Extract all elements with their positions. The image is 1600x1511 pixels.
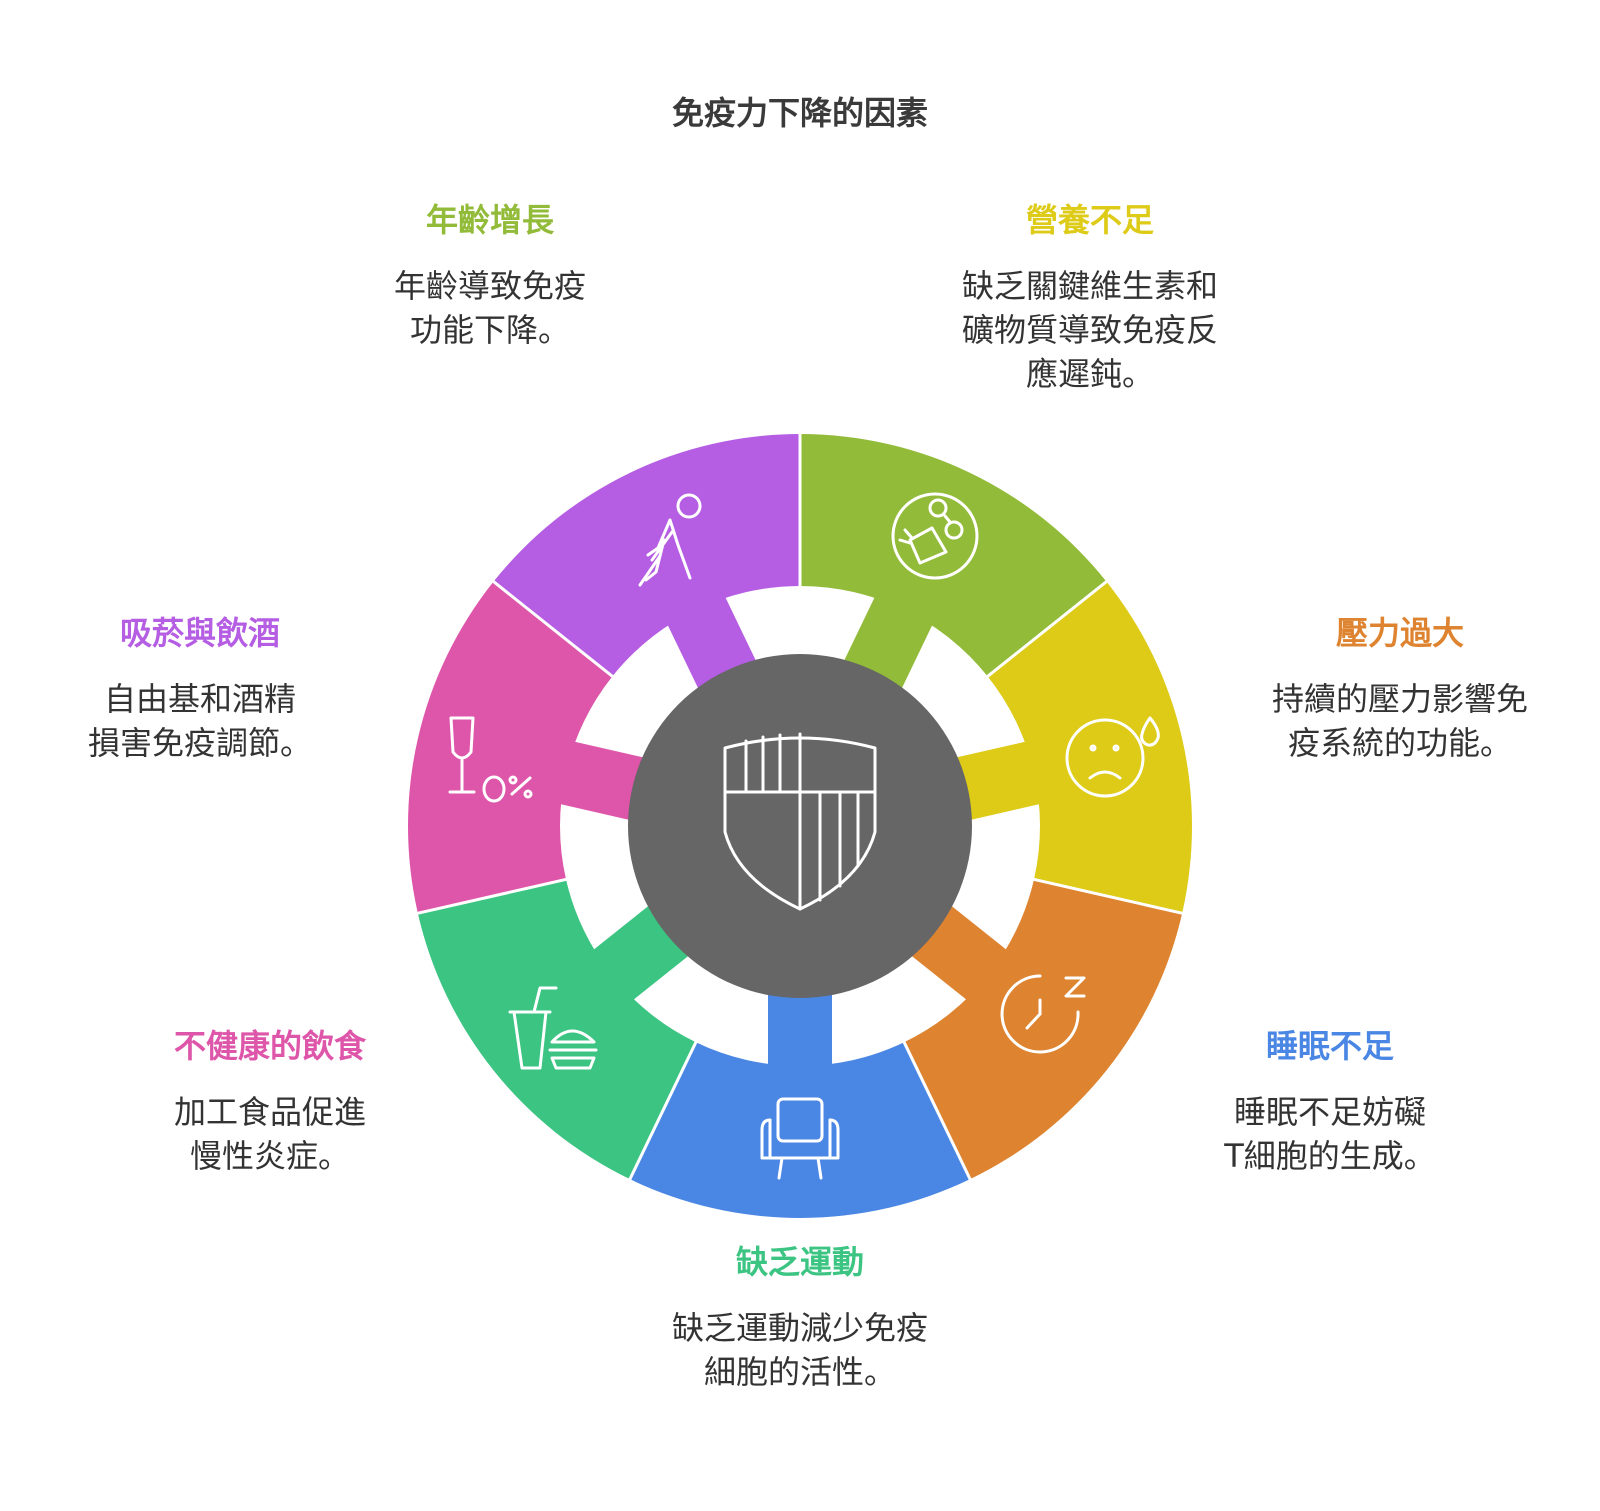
armchair-icon	[760, 1097, 840, 1180]
factor-desc-line: 損害免疫調節。	[87, 724, 312, 762]
walking-elderly-icon	[638, 493, 702, 587]
segment-sleep	[629, 1042, 971, 1218]
fast-food-icon	[508, 986, 598, 1070]
factor-label-diet: 不健康的飲食 加工食品促進 慢性炎症。	[120, 1026, 420, 1178]
factor-desc-line: 功能下降。	[409, 311, 570, 349]
factor-desc-line: 礦物質導致免疫反	[961, 311, 1218, 349]
alcohol-icon	[448, 716, 533, 803]
segment-divider	[627, 1039, 699, 1182]
factor-title: 不健康的飲食	[173, 1027, 366, 1065]
factor-desc-line: 自由基和酒精	[103, 680, 296, 718]
factor-label-exercise: 缺乏運動 缺乏運動減少免疫 細胞的活性。	[640, 1242, 960, 1394]
segment-age	[800, 434, 1107, 677]
clock-sleep-icon	[1000, 974, 1086, 1054]
shield-icon	[723, 732, 877, 911]
factor-title: 壓力過大	[1335, 614, 1464, 652]
segment-divider	[985, 579, 1109, 679]
factor-desc-line: 睡眠不足妨礙	[1233, 1093, 1426, 1131]
segment-exercise	[417, 879, 696, 1180]
factor-title: 缺乏運動	[735, 1243, 864, 1281]
factor-desc-line: 持續的壓力影響免	[1271, 680, 1528, 718]
factor-title: 年齡增長	[425, 201, 554, 239]
segment-diet	[407, 581, 613, 914]
vegetables-icon	[891, 492, 979, 580]
segment-divider	[1031, 877, 1185, 916]
diagram-title: 免疫力下降的因素	[671, 94, 928, 132]
factor-desc-line: 缺乏關鍵維生素和	[961, 267, 1218, 305]
factor-desc-line: 疫系統的功能。	[1287, 724, 1512, 762]
factor-label-age: 年齡增長 年齡導致免疫 功能下降。	[340, 200, 640, 352]
factor-title: 睡眠不足	[1265, 1027, 1394, 1065]
factor-desc-line: 加工食品促進	[173, 1093, 366, 1131]
factor-label-nutrition: 營養不足 缺乏關鍵維生素和 礦物質導致免疫反 應遲鈍。	[940, 200, 1240, 396]
connector-nutrition	[952, 740, 1046, 821]
segment-divider	[415, 877, 569, 916]
factor-desc-line: T細胞的生成。	[1224, 1137, 1436, 1175]
factor-label-smoking: 吸菸與飲酒 自由基和酒精 損害免疫調節。	[50, 613, 350, 765]
segment-divider	[491, 579, 615, 679]
factor-title: 吸菸與飲酒	[119, 614, 280, 652]
factor-desc-line: 應遲鈍。	[1025, 355, 1154, 393]
factor-desc-line: 細胞的活性。	[703, 1353, 896, 1391]
factor-desc-line: 缺乏運動減少免疫	[671, 1309, 928, 1347]
factor-title: 營養不足	[1025, 201, 1154, 239]
factor-label-stress: 壓力過大 持續的壓力影響免 疫系統的功能。	[1240, 613, 1560, 765]
factor-desc-line: 慢性炎症。	[189, 1137, 350, 1175]
connector-diet	[554, 740, 648, 821]
segment-divider	[901, 1039, 973, 1182]
segment-stress	[904, 879, 1183, 1180]
sad-face-icon	[1065, 716, 1160, 798]
connector-sleep	[768, 990, 832, 1070]
factor-desc-line: 年齡導致免疫	[393, 267, 586, 305]
factor-label-sleep: 睡眠不足 睡眠不足妨礙 T細胞的生成。	[1180, 1026, 1480, 1178]
